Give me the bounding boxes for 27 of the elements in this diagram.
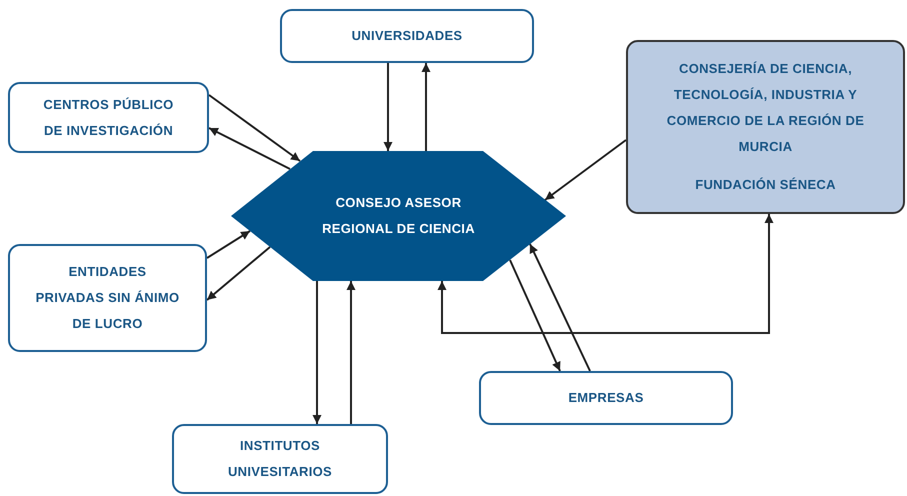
- process-box: [8, 244, 207, 352]
- node-label: INSTITUTOS UNIVESITARIOS: [226, 437, 334, 481]
- arrow: [438, 214, 774, 334]
- process-box: [172, 424, 388, 494]
- organization-panel: [626, 40, 905, 214]
- node-label: CONSEJERÍA DE CIENCIA, TECNOLOGÍA, INDUSTRIA Y COMERCIO DE LA REGIÓN DE MURCIA: [666, 60, 866, 156]
- arrow: [346, 281, 356, 424]
- process-box: [8, 82, 209, 153]
- node-label: EMPRESAS: [568, 389, 644, 407]
- hexagon-shape: [231, 151, 566, 281]
- arrow: [509, 260, 561, 372]
- node-label: CENTROS PÚBLICO DE INVESTIGACIÓN: [42, 96, 175, 140]
- arrow: [544, 139, 627, 201]
- arrow: [312, 281, 322, 424]
- process-box: [280, 9, 534, 63]
- node-label: FUNDACIÓN SÉNECA: [695, 176, 836, 194]
- arrow: [384, 63, 392, 151]
- arrow: [529, 244, 591, 372]
- arrow: [206, 230, 251, 259]
- node-label: ENTIDADES PRIVADAS SIN ÁNIMO DE LUCRO: [34, 263, 180, 333]
- node-label: UNIVERSIDADES: [352, 27, 462, 45]
- arrow: [208, 94, 301, 162]
- arrow: [208, 127, 290, 170]
- arrow: [422, 63, 430, 151]
- arrow: [206, 246, 271, 301]
- process-box: [479, 371, 733, 425]
- node-label: CONSEJO ASESOR REGIONAL DE CIENCIA: [321, 194, 476, 238]
